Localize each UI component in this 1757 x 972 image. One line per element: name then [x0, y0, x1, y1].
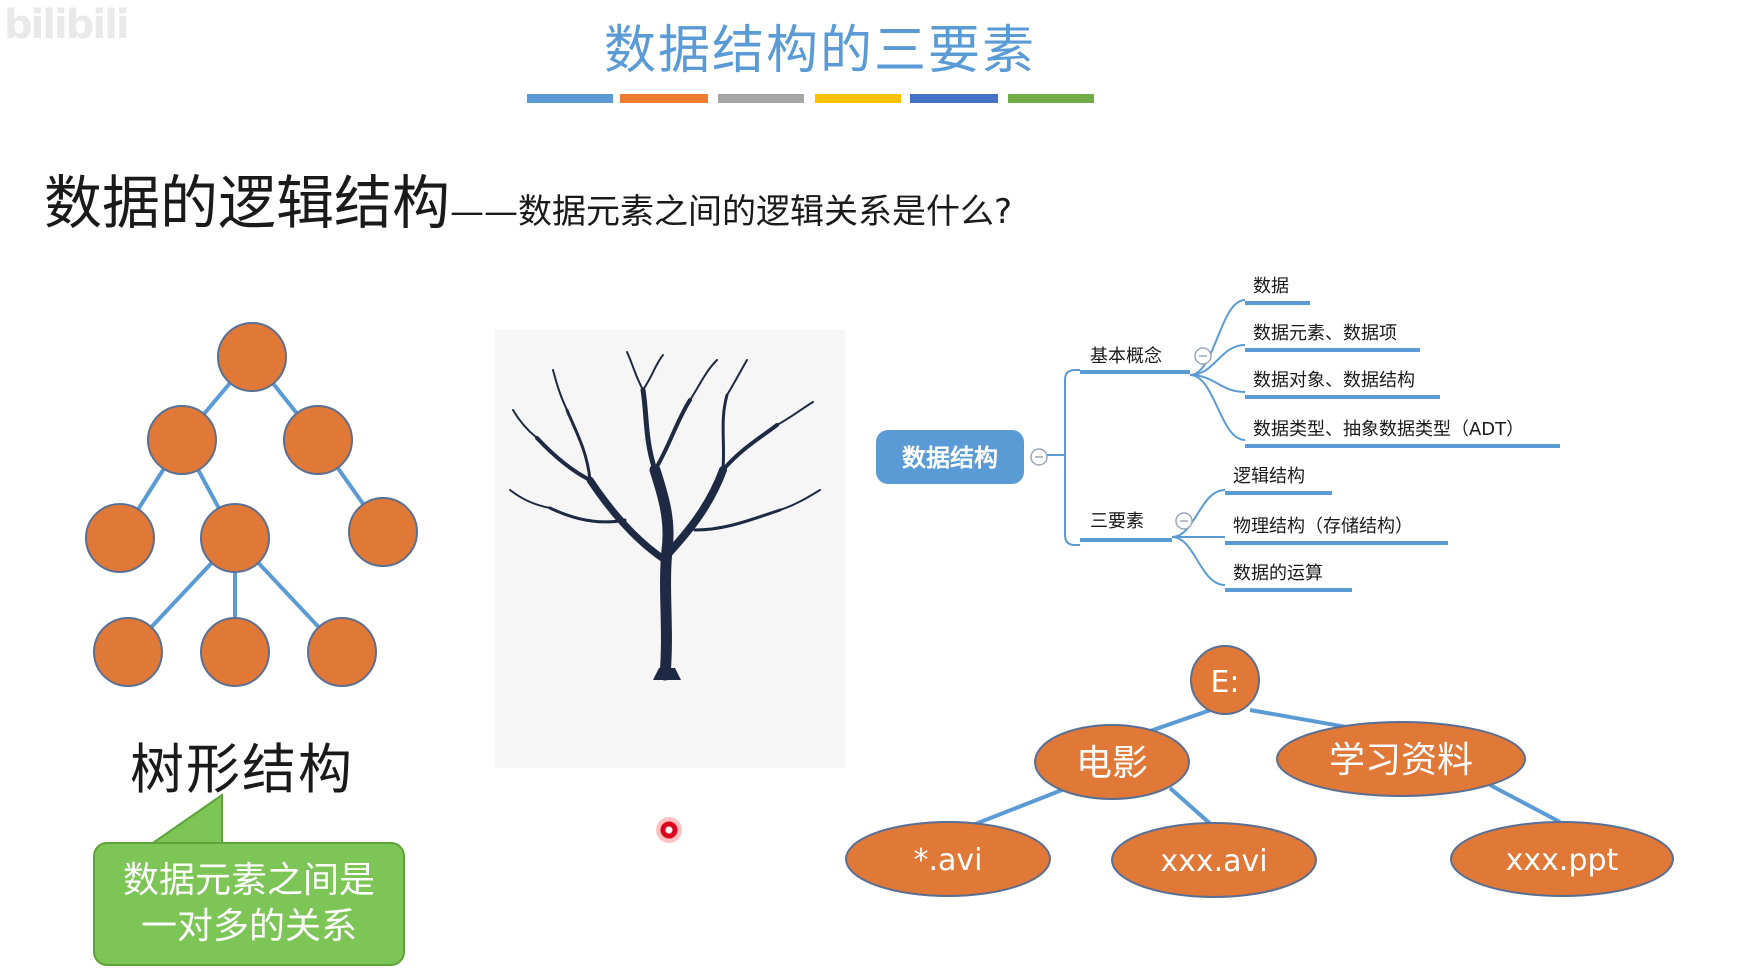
folder-node: [1276, 721, 1526, 797]
folder-root-node: [1190, 645, 1260, 715]
tree-node: [307, 617, 377, 687]
folder-edge: [1489, 783, 1561, 824]
mindmap-leaf-label: 数据对象、数据结构: [1253, 370, 1415, 391]
file-label: xxx.avi: [1160, 844, 1267, 879]
folder-label: 学习资料: [1329, 740, 1473, 781]
file-node: [845, 821, 1051, 897]
mindmap-root-node: [876, 430, 1024, 484]
file-label: *.avi: [913, 843, 982, 878]
mindmap-branch-label: 基本概念: [1090, 345, 1162, 367]
tree-node: [200, 617, 270, 687]
tree-structure-caption: 树形结构: [130, 738, 354, 801]
callout-line-2: 一对多的关系: [140, 906, 357, 947]
title-color-bar: [527, 94, 613, 103]
folder-root-label: E:: [1210, 665, 1239, 700]
watermark-logo: bilibili: [4, 2, 130, 48]
mindmap-connector: [1171, 536, 1226, 586]
tree-node: [200, 503, 270, 573]
mindmap-leaf-label: 数据元素、数据项: [1253, 323, 1397, 344]
mindmap-connector: [1189, 299, 1246, 376]
mindmap-leaf-label: 数据: [1253, 276, 1289, 297]
mindmap-leaf-label: 数据的运算: [1233, 563, 1323, 584]
title-color-bar: [718, 94, 804, 103]
mindmap-leaf-label: 物理结构（存储结构）: [1233, 516, 1413, 537]
tree-node: [93, 617, 163, 687]
mindmap-connector: [1189, 344, 1246, 376]
callout-line-1: 数据元素之间是: [122, 860, 375, 901]
mindmap-connector: [1189, 374, 1246, 441]
folder-label: 电影: [1076, 743, 1148, 784]
tree-node: [217, 322, 287, 392]
tree-node: [147, 405, 217, 475]
title-color-bar: [910, 94, 998, 103]
file-label: xxx.ppt: [1506, 843, 1619, 878]
file-node: [1111, 822, 1317, 898]
tree-node: [85, 503, 155, 573]
mindmap-leaf-label: 逻辑结构: [1233, 466, 1305, 487]
slide-title: 数据结构的三要素: [603, 21, 1036, 81]
mindmap-leaf-label: 数据类型、抽象数据类型（ADT）: [1253, 419, 1524, 440]
tree-nodes: [85, 322, 418, 687]
title-color-bar: [1008, 94, 1094, 103]
laser-pointer-dot: [656, 817, 682, 843]
folder-node: [1034, 724, 1190, 800]
mindmap-connector: [1171, 489, 1226, 538]
file-node: [1450, 821, 1674, 897]
mindmap-root-label: 数据结构: [902, 444, 998, 472]
mindmap-connector: [1034, 369, 1080, 456]
folder-edge: [1168, 786, 1217, 830]
tree-illustration: [509, 351, 821, 681]
title-color-bar: [815, 94, 901, 103]
tree-node: [348, 497, 418, 567]
tree-node: [283, 405, 353, 475]
section-heading-main: 数据的逻辑结构: [44, 169, 451, 237]
callout-one-to-many: 数据元素之间是 一对多的关系: [93, 842, 405, 966]
tree-photo: [495, 330, 845, 768]
section-heading-question: ——数据元素之间的逻辑关系是什么?: [450, 192, 1013, 232]
title-color-bar: [620, 94, 708, 103]
mindmap-connector: [1064, 455, 1080, 546]
section-heading: 数据的逻辑结构——数据元素之间的逻辑关系是什么?: [44, 156, 1012, 240]
mindmap-branch-label: 三要素: [1090, 511, 1144, 532]
